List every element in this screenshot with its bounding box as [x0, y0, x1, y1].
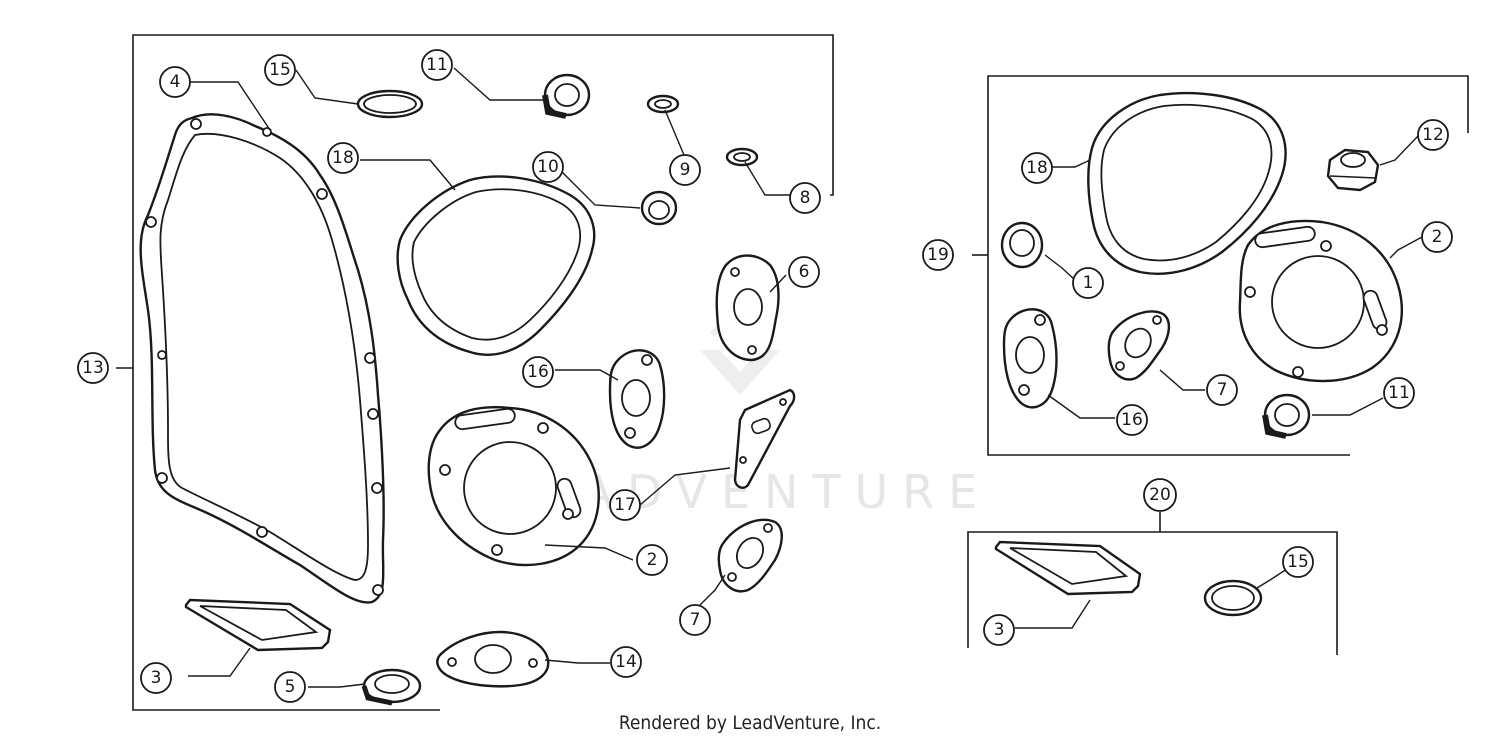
intake-gasket-6: [715, 254, 780, 362]
oil-seal-5: [361, 668, 422, 706]
callout-3: [140, 662, 172, 694]
callout-14: [610, 646, 642, 678]
callout-3-label: 3: [151, 668, 162, 688]
callout-12: [1417, 119, 1449, 151]
callout-9: [669, 154, 701, 186]
callout-3-right-label: 3: [994, 620, 1005, 640]
kit-20-bracket: [967, 531, 1338, 655]
callout-5: [274, 671, 306, 703]
callout-15: [264, 54, 296, 86]
callout-7-right: [1206, 374, 1238, 406]
callout-18: [327, 142, 359, 174]
callout-19: [922, 239, 954, 271]
callout-13-label: 13: [82, 358, 104, 378]
callout-5-label: 5: [285, 677, 296, 697]
callout-17: [609, 489, 641, 521]
callout-10-label: 10: [537, 157, 559, 177]
valve-seal-11: [542, 73, 591, 119]
kit-19-bracket: [987, 75, 1469, 456]
head-gasket-2-right: [1238, 219, 1403, 383]
callout-7-label: 7: [690, 610, 701, 630]
callout-11-right: [1383, 377, 1415, 409]
callout-11-right-label: 11: [1388, 383, 1410, 403]
callout-2: [636, 544, 668, 576]
valve-seal-11-right: [1262, 393, 1311, 439]
callout-3-right: [983, 614, 1015, 646]
callout-10: [532, 151, 564, 183]
kit-13-bracket: [132, 34, 834, 711]
footer-credit: Rendered by LeadVenture, Inc.: [618, 712, 882, 734]
callout-16: [522, 356, 554, 388]
callout-1-label: 1: [1083, 273, 1094, 293]
callout-4-label: 4: [170, 72, 181, 92]
breather-gasket-17: [733, 388, 796, 489]
watermark-logo-icon: [700, 350, 780, 395]
callout-18-right-label: 18: [1026, 158, 1048, 178]
callout-20: [1143, 478, 1177, 512]
callout-11: [421, 49, 453, 81]
callout-12-label: 12: [1422, 125, 1444, 145]
callout-1: [1072, 267, 1104, 299]
gasket-3-right: [994, 540, 1142, 596]
callout-2-right-label: 2: [1432, 227, 1443, 247]
callout-8: [789, 182, 821, 214]
seal-1: [1000, 221, 1044, 269]
callout-15-right-label: 15: [1287, 552, 1309, 572]
callout-8-label: 8: [800, 188, 811, 208]
head-gasket-2: [427, 406, 600, 567]
callout-18-right: [1021, 152, 1053, 184]
exhaust-gasket-16: [608, 349, 666, 449]
leader-lines: [177, 67, 1423, 688]
callout-7-right-label: 7: [1217, 380, 1228, 400]
callout-17-label: 17: [614, 495, 636, 515]
gasket-7-right: [1107, 310, 1171, 381]
callout-19-label: 19: [927, 245, 949, 265]
rocker-cover-gasket-18-right: [1087, 91, 1287, 275]
callout-11-label: 11: [426, 55, 448, 75]
callout-6: [788, 256, 820, 288]
nut-12: [1326, 148, 1380, 192]
callout-15-right: [1282, 546, 1314, 578]
callout-15-label: 15: [269, 60, 291, 80]
seal-10: [640, 190, 678, 226]
callout-2-right: [1421, 221, 1453, 253]
callout-16-right-label: 16: [1121, 410, 1143, 430]
callout-16-right: [1116, 404, 1148, 436]
crankcase-gasket: [139, 113, 385, 604]
callout-20-label: 20: [1149, 485, 1171, 505]
gasket-3: [184, 598, 332, 652]
callout-9-label: 9: [680, 160, 691, 180]
callout-4: [159, 66, 191, 98]
rocker-cover-gasket-18: [396, 175, 596, 356]
callout-6-label: 6: [799, 262, 810, 282]
callout-13: [77, 352, 109, 384]
carb-gasket-14: [436, 630, 550, 688]
callout-14-label: 14: [615, 652, 637, 672]
callout-7: [679, 604, 711, 636]
callout-2-label: 2: [647, 550, 658, 570]
callouts: 13 4 15 11 9 8 18 10 6 16 17 2 7 14 3 5: [77, 49, 1453, 703]
gasket-7: [717, 518, 783, 593]
o-ring-15-right: [1203, 579, 1263, 617]
exhaust-gasket-16-right: [1002, 308, 1058, 409]
callout-16-label: 16: [527, 362, 549, 382]
callout-18-label: 18: [332, 148, 354, 168]
